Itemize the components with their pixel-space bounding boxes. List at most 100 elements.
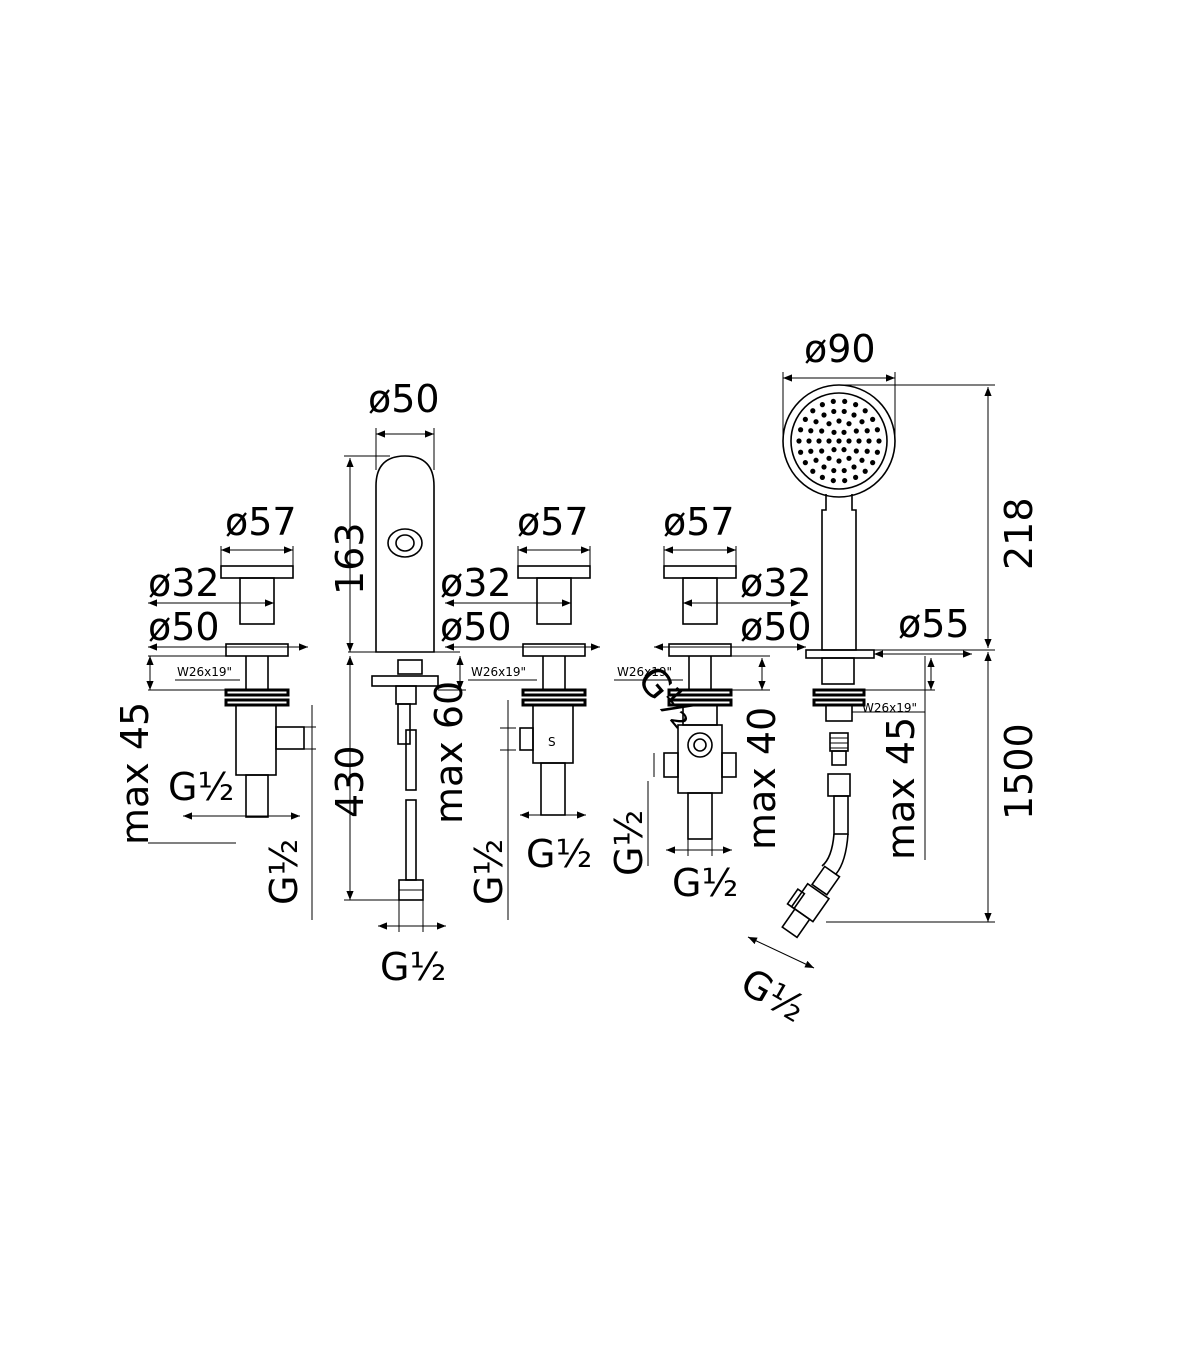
middle-valve-mark: S xyxy=(548,735,556,749)
hose-length-label: 1500 xyxy=(997,723,1041,820)
spout-total-height-label: 430 xyxy=(328,745,372,818)
diverter-handle-diameter-label: ø57 xyxy=(663,500,735,544)
middle-thread-label: W26x19" xyxy=(471,665,526,679)
left-thread-label: W26x19" xyxy=(177,665,232,679)
left-stem-diameter-label: ø32 xyxy=(148,561,220,605)
nozzle-dot xyxy=(816,438,822,444)
middle-base-diameter-label: ø50 xyxy=(440,605,512,649)
nozzle-dot xyxy=(842,477,848,484)
nozzle-dot xyxy=(859,457,865,463)
nozzle-dot xyxy=(851,412,857,418)
hand-shower-diameter-label: ø90 xyxy=(804,327,876,371)
nozzle-dot xyxy=(874,449,880,455)
nozzle-dot xyxy=(826,438,832,444)
nozzle-dot xyxy=(796,438,802,444)
left-max-label: max 45 xyxy=(113,702,157,845)
nozzle-dot xyxy=(874,427,880,433)
nozzle-dot xyxy=(870,460,876,466)
nozzle-dot xyxy=(806,438,812,444)
nozzle-dot xyxy=(856,438,862,444)
nozzle-dot xyxy=(830,398,836,405)
nozzle-dot xyxy=(836,458,842,464)
nozzle-dot xyxy=(830,477,836,484)
nozzle-dot xyxy=(864,448,870,454)
nozzle-dot xyxy=(826,455,832,461)
nozzle-dot xyxy=(870,416,876,422)
nozzle-dot xyxy=(819,448,825,454)
nozzle-dot xyxy=(813,419,819,425)
nozzle-dot xyxy=(821,412,827,418)
hand-shower-height-label: 218 xyxy=(997,497,1041,570)
nozzle-dot xyxy=(819,428,825,434)
nozzle-dot xyxy=(846,438,852,444)
nozzle-dot xyxy=(808,448,814,454)
nozzle-dot xyxy=(802,416,808,422)
nozzle-dot xyxy=(821,464,827,470)
nozzle-dot xyxy=(862,468,868,474)
diverter-base-diameter-label: ø50 xyxy=(740,605,812,649)
left-handle-diameter-label: ø57 xyxy=(225,500,297,544)
left-base-diameter-label: ø50 xyxy=(148,605,220,649)
nozzle-dot xyxy=(846,455,852,461)
spout-diameter-label: ø50 xyxy=(368,377,440,421)
nozzle-dot xyxy=(866,438,872,444)
hand-shower-dimensions xyxy=(747,372,995,969)
nozzle-dot xyxy=(841,447,847,453)
nozzle-dot xyxy=(846,421,852,427)
diverter-side-thread-label: G½ xyxy=(607,810,651,876)
diverter-inlet-thread-label: G½ xyxy=(672,861,738,905)
nozzle-dot xyxy=(853,402,859,408)
diverter-valve-dimensions xyxy=(614,546,806,866)
middle-outlet-thread-label: G½ xyxy=(467,839,511,905)
nozzle-dot xyxy=(853,474,859,480)
nozzle-dot xyxy=(819,474,825,480)
nozzle-dot xyxy=(808,428,814,434)
nozzle-dot xyxy=(876,438,882,444)
nozzle-dot xyxy=(826,421,832,427)
middle-handle-diameter-label: ø57 xyxy=(517,500,589,544)
nozzle-dot xyxy=(813,457,819,463)
spout-max-label: max 60 xyxy=(427,681,471,824)
nozzle-dot xyxy=(798,427,804,433)
holder-max-label: max 45 xyxy=(879,717,923,860)
left-outlet-thread-label: G½ xyxy=(262,839,306,905)
spout-height-label: 163 xyxy=(328,522,372,595)
nozzle-dot xyxy=(831,467,837,474)
nozzle-dot xyxy=(802,460,808,466)
spout-inlet-thread-label: G½ xyxy=(380,945,446,989)
nozzle-dot xyxy=(851,464,857,470)
hand-shower-nozzles xyxy=(796,398,882,484)
nozzle-dot xyxy=(841,429,847,435)
diverter-stem-diameter-label: ø32 xyxy=(740,561,812,605)
middle-stem-diameter-label: ø32 xyxy=(440,561,512,605)
spout-dimensions xyxy=(344,428,466,932)
nozzle-dot xyxy=(810,408,816,414)
diverter-max-label: max 40 xyxy=(740,707,784,850)
nozzle-dot xyxy=(819,402,825,408)
nozzle-dot xyxy=(862,408,868,414)
diverter-thread-label: W26x19" xyxy=(617,665,672,679)
diverter-valve xyxy=(663,565,737,840)
hose-thread-label: G½ xyxy=(734,960,813,1031)
holder-thread-label: W26x19" xyxy=(862,701,917,715)
nozzle-dot xyxy=(810,468,816,474)
middle-inlet-thread-label: G½ xyxy=(526,832,592,876)
nozzle-dot xyxy=(831,429,837,435)
nozzle-dot xyxy=(853,448,859,454)
nozzle-dot xyxy=(836,438,842,444)
nozzle-dot xyxy=(842,398,848,405)
nozzle-dot xyxy=(864,428,870,434)
nozzle-dot xyxy=(831,408,837,415)
nozzle-dot xyxy=(836,418,842,424)
left-inlet-thread-label: G½ xyxy=(168,765,234,809)
hand-shower xyxy=(781,384,896,939)
nozzle-dot xyxy=(853,428,859,434)
nozzle-dot xyxy=(859,419,865,425)
nozzle-dot xyxy=(841,408,847,415)
nozzle-dot xyxy=(798,449,804,455)
nozzle-dot xyxy=(841,467,847,474)
middle-valve-dimensions xyxy=(445,546,600,920)
nozzle-dot xyxy=(831,447,837,453)
spout xyxy=(348,455,460,901)
